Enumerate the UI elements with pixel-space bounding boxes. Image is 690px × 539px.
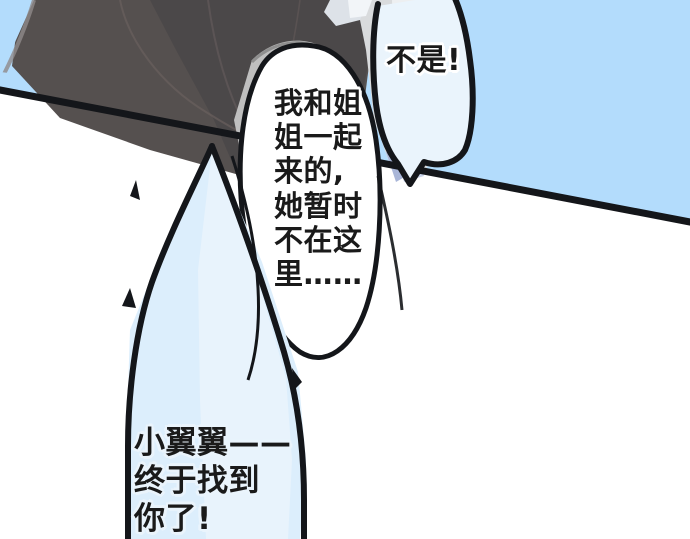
speech-text-sister: 我和姐 姐一起 来的, 她暂时 不在这 里……: [274, 86, 363, 292]
speech-balloon-right-outline[interactable]: [370, 0, 476, 187]
thin-ink-tail: [230, 155, 260, 381]
shoulder-highlight-2: [348, 0, 372, 18]
cone-notch-left-2: [122, 288, 136, 308]
speech-text-bushi: 不是!: [386, 43, 462, 78]
cone-notch-left: [130, 180, 140, 200]
ink-stroke-right-lower: [376, 175, 404, 311]
sky-sliver-left: [0, 72, 18, 88]
cloak-rim-left: [2, 0, 36, 75]
cone-outline-right: [209, 143, 307, 539]
cone-outline-left: [125, 143, 215, 539]
speech-text-found: 小翼翼—— 终于找到 你了!: [134, 425, 292, 537]
speech-balloon-center-fill: [240, 44, 381, 358]
cone-notch-right: [292, 368, 302, 390]
sky-wedge-upper-left: [0, 0, 34, 76]
speech-balloon-right-fill: [373, 0, 472, 182]
blue-cone-highlight: [198, 150, 292, 539]
